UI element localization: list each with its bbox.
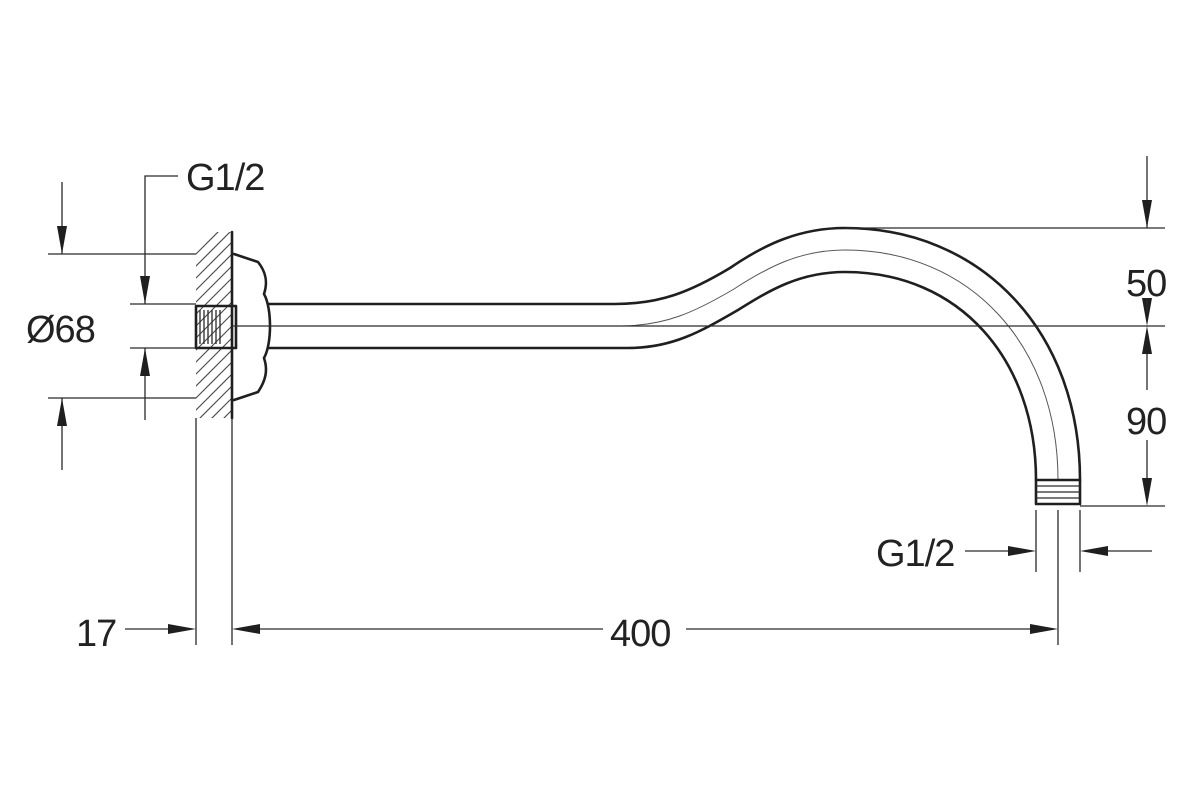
label-rise-height: 50 xyxy=(1126,263,1166,305)
label-arm-length: 400 xyxy=(610,613,670,655)
extension-lines xyxy=(48,175,1165,645)
height-dimensions xyxy=(1142,156,1152,506)
length-dimensions xyxy=(125,624,1058,634)
label-flange-diameter: Ø68 xyxy=(26,309,95,351)
label-inlet-thread: G1/2 xyxy=(186,157,264,199)
shower-arm xyxy=(266,226,1082,506)
inlet-thread xyxy=(194,304,238,350)
hatch-line xyxy=(196,232,231,267)
outlet-thread-dimension xyxy=(965,546,1152,556)
wall-flange xyxy=(232,252,272,402)
label-outlet-thread: G1/2 xyxy=(876,533,954,575)
hatch-line xyxy=(196,232,219,255)
label-drop-height: 90 xyxy=(1126,401,1166,443)
inlet-thread-dimension xyxy=(140,276,150,420)
label-wall-offset: 17 xyxy=(76,613,116,655)
diameter-dimension xyxy=(57,182,67,470)
